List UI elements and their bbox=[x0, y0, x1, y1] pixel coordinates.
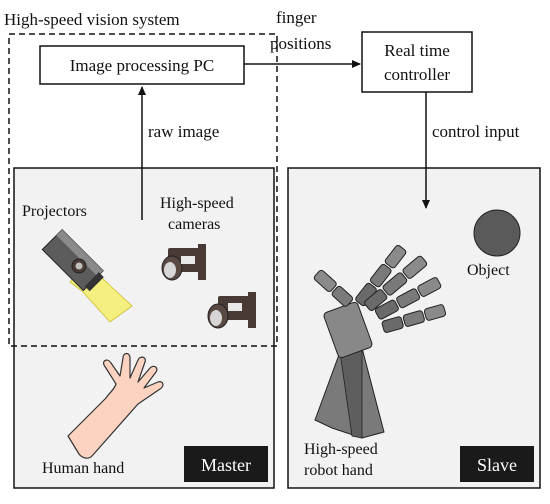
object-ball bbox=[473, 209, 521, 257]
projectors-label: Projectors bbox=[22, 203, 87, 220]
robot-hand-label-line2: robot hand bbox=[304, 462, 373, 479]
raw-image-label: raw image bbox=[148, 122, 219, 141]
camera-icon-lower bbox=[207, 292, 256, 329]
vision-system-label: High-speed vision system bbox=[4, 10, 180, 29]
vision-system-box bbox=[8, 33, 278, 347]
cameras-label-line1: High-speed bbox=[160, 195, 234, 212]
controller-label-line2: controller bbox=[384, 65, 450, 84]
real-time-controller-box bbox=[361, 31, 473, 93]
finger-label-line2: positions bbox=[270, 34, 331, 53]
image-processing-pc-box bbox=[39, 45, 245, 85]
master-panel bbox=[13, 167, 275, 489]
image-processing-pc-label: Image processing PC bbox=[70, 56, 214, 75]
slave-tag-label: Slave bbox=[477, 455, 517, 475]
human-hand-icon bbox=[67, 352, 164, 459]
controller-label-line1: Real time bbox=[384, 41, 450, 60]
robot-hand-icon bbox=[313, 245, 447, 439]
human-hand-label: Human hand bbox=[42, 460, 124, 477]
projector-icon bbox=[41, 229, 133, 323]
finger-label-line1: finger bbox=[276, 8, 317, 27]
slave-tag bbox=[460, 446, 534, 482]
cameras-label-line2: cameras bbox=[168, 216, 220, 233]
camera-icon-upper bbox=[161, 244, 206, 281]
control-input-label: control input bbox=[432, 122, 520, 141]
object-label: Object bbox=[467, 262, 510, 279]
robot-hand-label-line1: High-speed bbox=[304, 441, 378, 458]
master-tag bbox=[184, 446, 268, 482]
master-tag-label: Master bbox=[201, 455, 251, 475]
